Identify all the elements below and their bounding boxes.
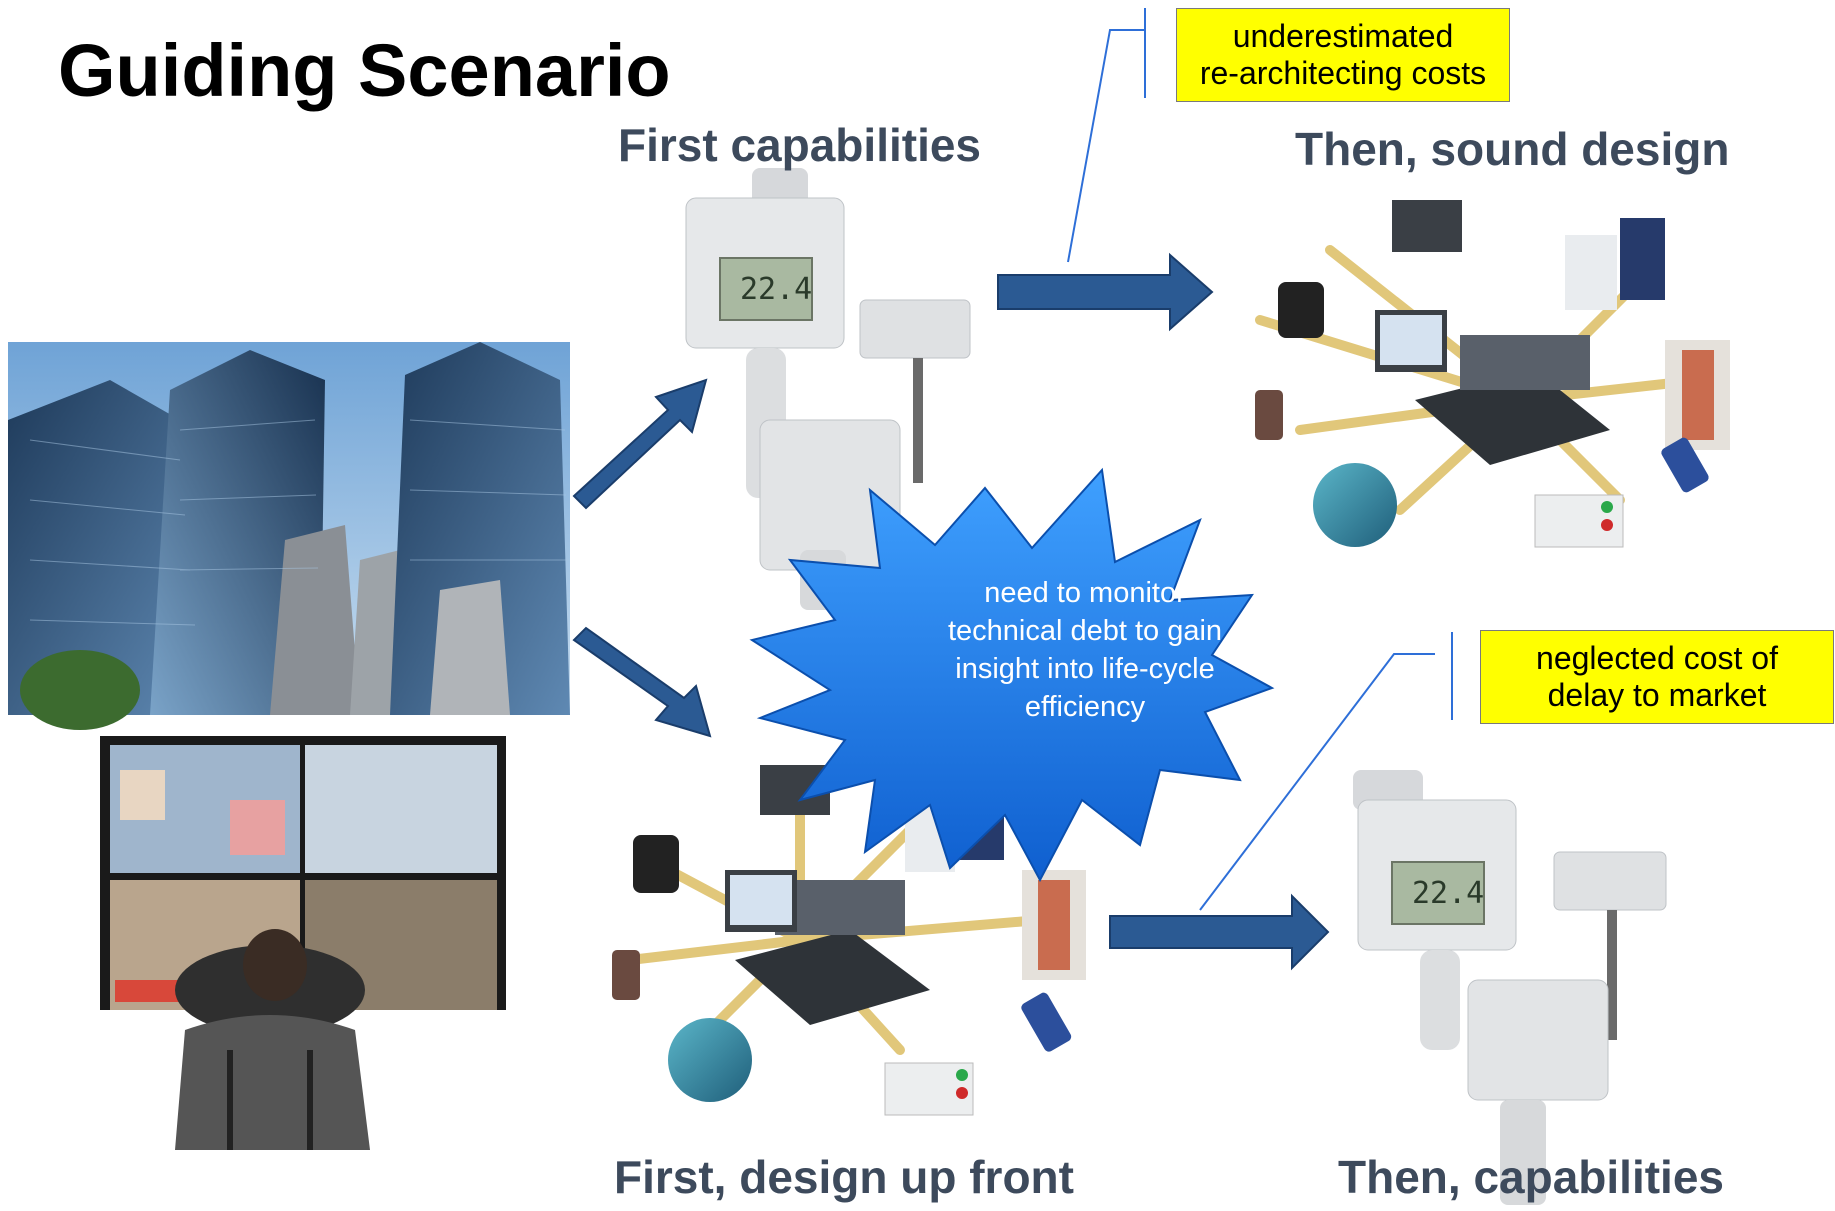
burst-line-3: insight into life-cycle	[955, 653, 1215, 685]
network-hub-bottom	[612, 765, 1086, 1116]
header-first-design-up-front: First, design up front	[614, 1151, 1074, 1203]
callout-top-line-1: underestimated	[1232, 18, 1454, 54]
header-then-capabilities: Then, capabilities	[1338, 1151, 1724, 1203]
arrow-down-right	[572, 626, 712, 738]
burst-line-4: efficiency	[1024, 691, 1146, 723]
burst-line-2: technical debt to gain	[947, 615, 1223, 647]
sensor-device-top	[685, 168, 971, 610]
control-room-photo	[88, 736, 518, 1152]
callout-bottom-line-2: delay to market	[1547, 677, 1767, 713]
network-hub-top	[1255, 200, 1730, 548]
callout-top-line-2: re-architecting costs	[1199, 55, 1487, 91]
callout-rearchitecting-costs: underestimated re-architecting costs	[1176, 8, 1510, 102]
arrow-bottom-right	[1109, 893, 1330, 971]
starburst-message: need to monitor technical debt to gain i…	[885, 574, 1285, 726]
burst-line-1: need to monitor	[984, 577, 1186, 609]
skyscraper-photo	[8, 342, 570, 730]
page-title: Guiding Scenario	[58, 29, 671, 112]
header-first-capabilities: First capabilities	[618, 119, 982, 171]
device-display-bottom: 22.4	[1412, 876, 1485, 911]
device-display-top: 22.4	[740, 272, 813, 307]
arrow-top-right	[997, 252, 1214, 332]
callout-bottom-line-1: neglected cost of	[1536, 640, 1778, 676]
arrow-up-right	[572, 378, 708, 510]
callout-delay-to-market: neglected cost of delay to market	[1480, 630, 1834, 724]
starburst-shape	[749, 467, 1275, 883]
header-then-sound-design: Then, sound design	[1295, 123, 1730, 175]
sensor-device-bottom	[1353, 770, 1667, 1205]
